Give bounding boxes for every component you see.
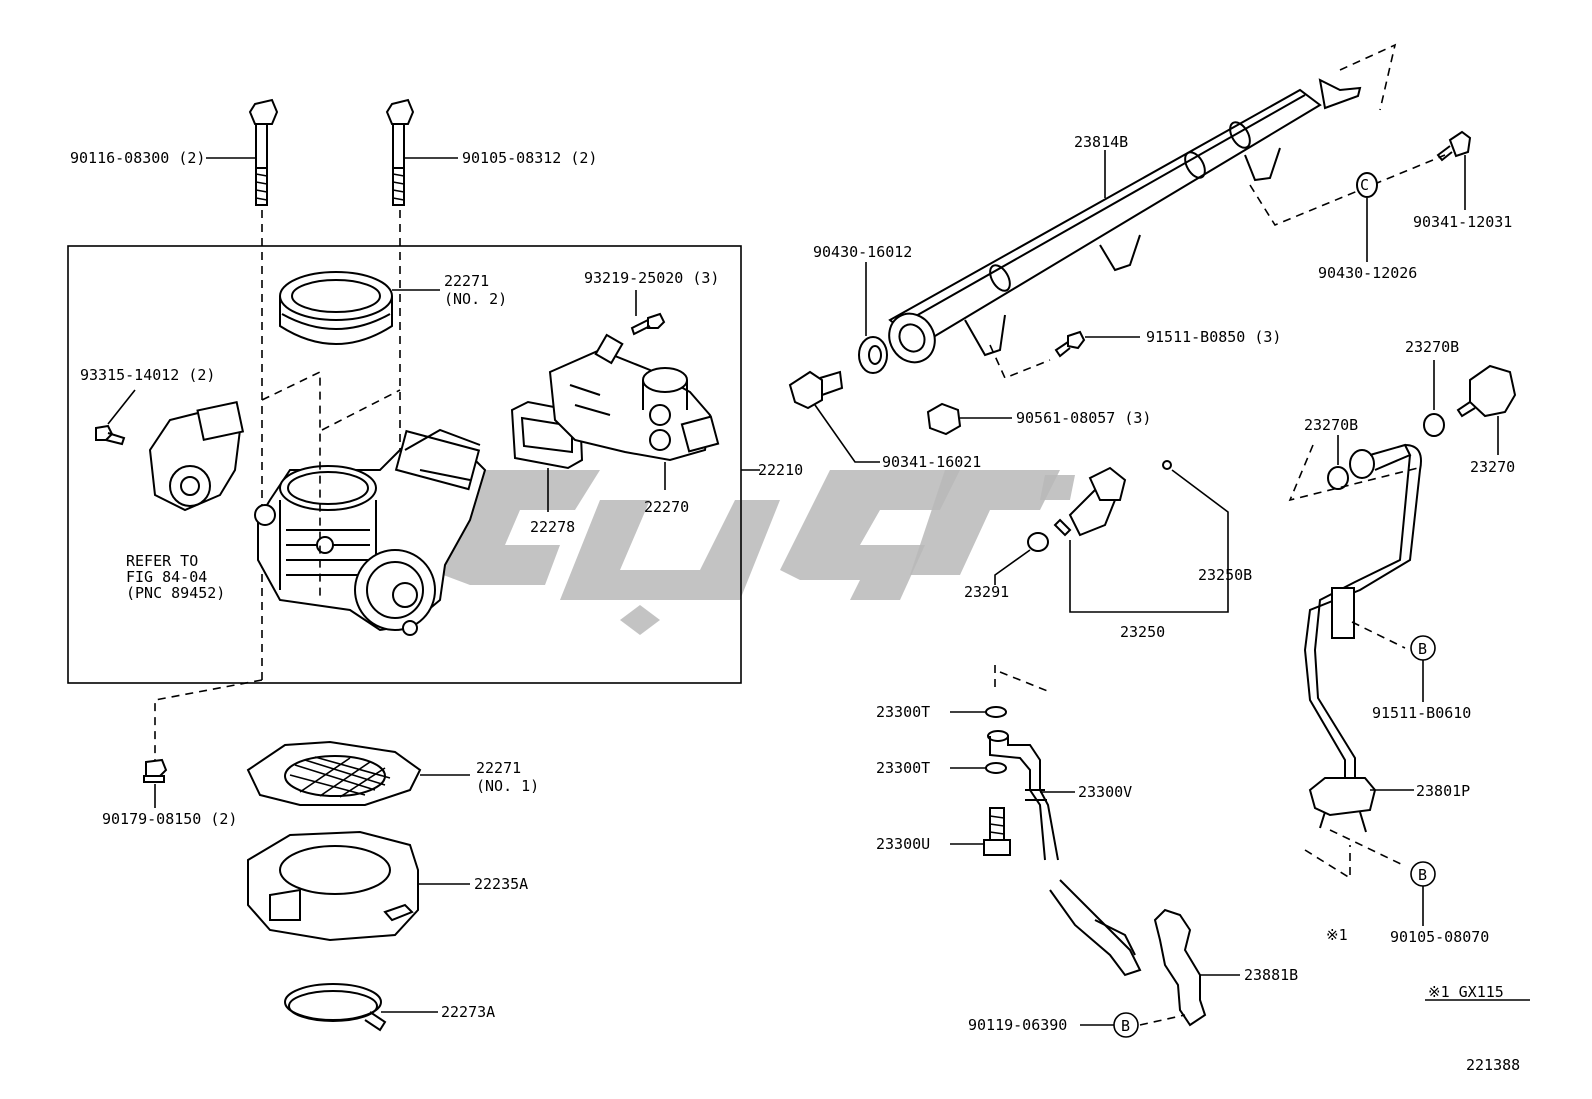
label-23250b: 23250B [1198,566,1252,584]
delivery-pipe-23814b [888,43,1446,364]
label-22271-no1-sub: (NO. 1) [476,777,539,795]
bolt-91511-b0850 [1054,330,1140,358]
gasket-22271-no1 [246,740,470,806]
label-22271-no2-sub: (NO. 2) [444,290,507,308]
iac-valve-22270 [548,333,720,490]
bracket-23881b [1139,908,1240,1027]
label-23300u: 23300U [876,835,930,853]
label-22273a: 22273A [441,1003,495,1021]
bolt-91511-b0610: B [1351,621,1436,702]
hose-gasket-23300t-b [950,762,1007,774]
label-90105-08070: 90105-08070 [1390,928,1489,946]
label-22271-no1: 22271 [476,759,521,777]
fuel-pipe-23801p [1303,443,1422,833]
label-23814b: 23814B [1074,133,1128,151]
bolt-90119-06390: B [1080,1012,1139,1038]
label-90341-12031: 90341-12031 [1413,213,1512,231]
callout-b-1: B [1418,640,1427,658]
label-23300t-a: 23300T [876,703,930,721]
label-22270: 22270 [644,498,689,516]
label-23270b-b: 23270B [1304,416,1358,434]
label-93219-25020: 93219-25020 (3) [584,269,719,287]
gasket-90430-12026: C [1356,172,1378,262]
hose-gasket-23300t-a [950,665,1051,718]
watermark-logo [430,470,1075,635]
throttle-position-sensor [148,400,245,512]
screw-93219-25020 [630,290,666,336]
label-93315-14012: 93315-14012 (2) [80,366,215,384]
ring-22273a [284,983,438,1032]
label-90179-08150: 90179-08150 (2) [102,810,237,828]
gasket-23270b-b [1288,435,1419,502]
gasket-90430-16012 [858,262,888,374]
label-note-gx115: ※1 GX115 [1428,983,1504,1001]
label-90430-12026: 90430-12026 [1318,264,1417,282]
label-90341-16021: 90341-16021 [882,453,981,471]
bolt-90105-08312 [385,98,458,470]
nut-90179-08150 [143,679,263,808]
label-22210: 22210 [758,461,803,479]
callout-b-3: B [1121,1017,1130,1035]
throttle-body [254,370,487,636]
plug-90341-16021 [788,370,880,463]
label-91511-b0850: 91511-B0850 (3) [1146,328,1281,346]
gasket-22271-no2 [279,271,440,345]
nut-90561-08057 [926,344,1051,436]
label-23300t-b: 23300T [876,759,930,777]
plug-90341-12031 [1436,130,1472,210]
callout-c: C [1360,176,1369,194]
label-23270: 23270 [1470,458,1515,476]
spacer-22235a [247,830,470,942]
label-22278: 22278 [530,518,575,536]
label-90116-08300: 90116-08300 (2) [70,149,205,167]
throttle-body-box [67,245,742,684]
label-refer-line3: (PNC 89452) [126,584,225,602]
label-23291: 23291 [964,583,1009,601]
label-23881b: 23881B [1244,966,1298,984]
injector-23250 [1053,460,1229,613]
callout-b-2: B [1418,866,1427,884]
label-22271-no2: 22271 [444,272,489,290]
hose-23300v [987,730,1142,977]
bolt-90116-08300 [206,98,279,680]
label-23300v: 23300V [1078,783,1132,801]
oring-23291 [994,532,1049,585]
label-23270b-a: 23270B [1405,338,1459,356]
label-23801p: 23801P [1416,782,1470,800]
label-90105-08312: 90105-08312 (2) [462,149,597,167]
pulsation-damper-23270 [1456,364,1517,455]
label-23250: 23250 [1120,623,1165,641]
label-90430-16012: 90430-16012 [813,243,912,261]
label-22235a: 22235A [474,875,528,893]
bolt-90105-08070: B [1304,829,1436,926]
label-note-ref: ※1 [1326,926,1348,944]
label-91511-b0610: 91511-B0610 [1372,704,1471,722]
label-90119-06390: 90119-06390 [968,1016,1067,1034]
gasket-23270b-a [1423,360,1445,437]
figure-number: 221388 [1466,1056,1520,1074]
union-bolt-23300u [950,807,1011,856]
label-90561-08057: 90561-08057 (3) [1016,409,1151,427]
label-refer-line2: FIG 84-04 [126,568,207,586]
screw-93315-14012 [95,389,136,446]
label-refer-line1: REFER TO [126,552,198,570]
